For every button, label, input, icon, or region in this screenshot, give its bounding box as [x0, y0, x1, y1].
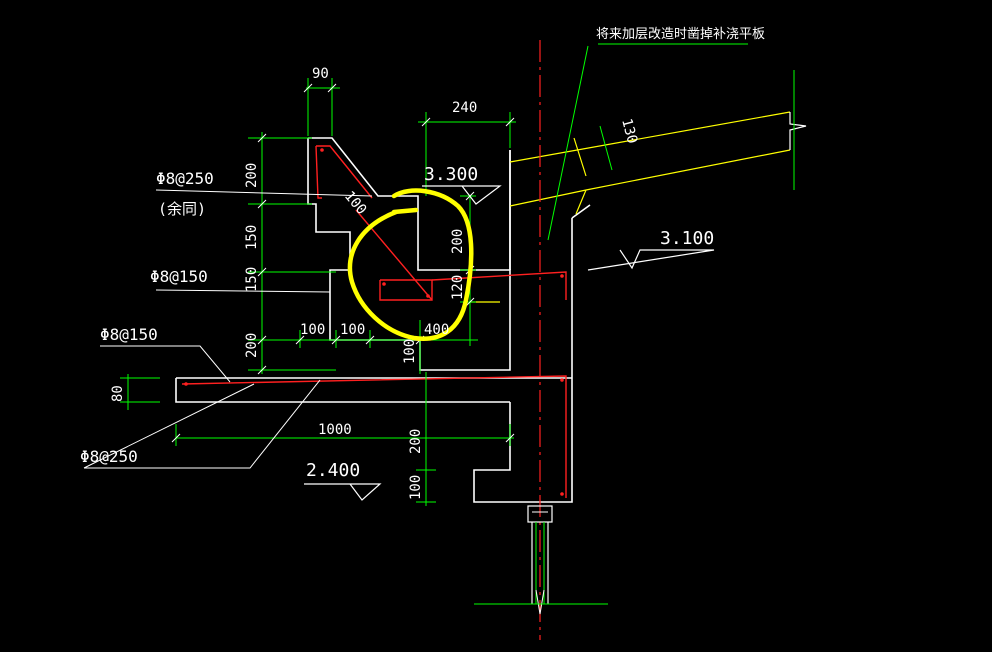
- highlight-circle: [347, 188, 474, 341]
- dim-200-d: 200: [408, 429, 424, 454]
- dim-100-v: 100: [402, 339, 418, 364]
- roof-slab-lines: [470, 111, 791, 303]
- roof-break-line: [789, 112, 807, 150]
- wall-below: [474, 505, 608, 615]
- dim-80: 80: [110, 385, 126, 402]
- dim-200-a: 200: [244, 163, 260, 188]
- rebar-label-1-note: (余同): [158, 200, 206, 218]
- level-marks: [304, 185, 715, 501]
- dim-120: 120: [450, 275, 466, 300]
- dim-100-a: 100: [300, 322, 325, 338]
- dim-100-e: 100: [408, 475, 424, 500]
- dim-200-c: 200: [450, 229, 466, 254]
- rebar-label-1: Φ8@250: [156, 169, 214, 188]
- dim-100-b: 100: [340, 322, 365, 338]
- rebar-lines: [181, 145, 567, 498]
- level-3300: 3.300: [424, 164, 478, 185]
- dim-240: 240: [452, 100, 477, 116]
- level-2400: 2.400: [306, 460, 360, 481]
- dim-150-a: 150: [244, 225, 260, 250]
- rebar-dots: [184, 148, 564, 496]
- dim-150-b: 150: [244, 267, 260, 292]
- label-leaders: [83, 189, 373, 469]
- concrete-outline: [175, 137, 591, 503]
- rebar-label-2: Φ8@150: [150, 267, 208, 286]
- dim-1000: 1000: [318, 422, 352, 438]
- rebar-label-3: Φ8@150: [100, 325, 158, 344]
- dim-200-b: 200: [244, 333, 260, 358]
- dim-400: 400: [424, 322, 449, 338]
- top-note-text: 将来加层改造时凿掉补浇平板: [596, 27, 765, 42]
- dim-130: 130: [618, 117, 640, 146]
- dim-90: 90: [312, 66, 329, 82]
- rebar-label-4: Φ8@250: [80, 447, 138, 466]
- level-3100: 3.100: [660, 228, 714, 249]
